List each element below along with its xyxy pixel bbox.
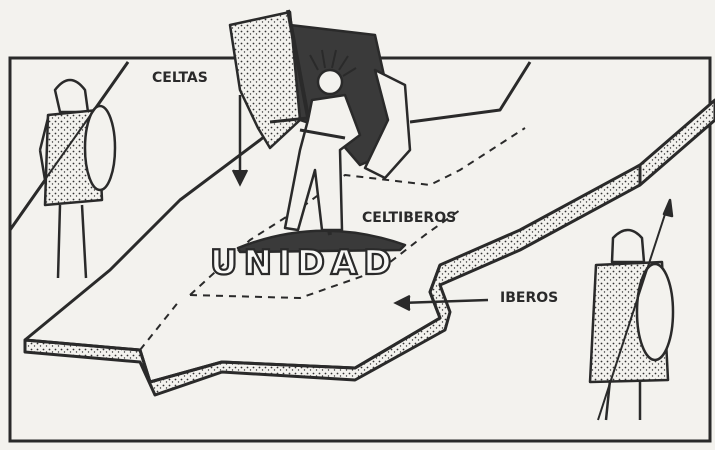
label-celtiberos: CELTIBEROS <box>362 210 456 226</box>
label-unidad: UNIDAD <box>210 243 397 283</box>
iberian-warrior-figure <box>588 198 675 421</box>
label-iberos: IBEROS <box>500 290 558 306</box>
flag-bearer-figure <box>228 9 412 254</box>
arrows <box>231 95 489 312</box>
celt-warrior-figure <box>19 61 129 279</box>
iberos-arrow <box>399 298 489 305</box>
label-celtas: CELTAS <box>152 70 208 86</box>
